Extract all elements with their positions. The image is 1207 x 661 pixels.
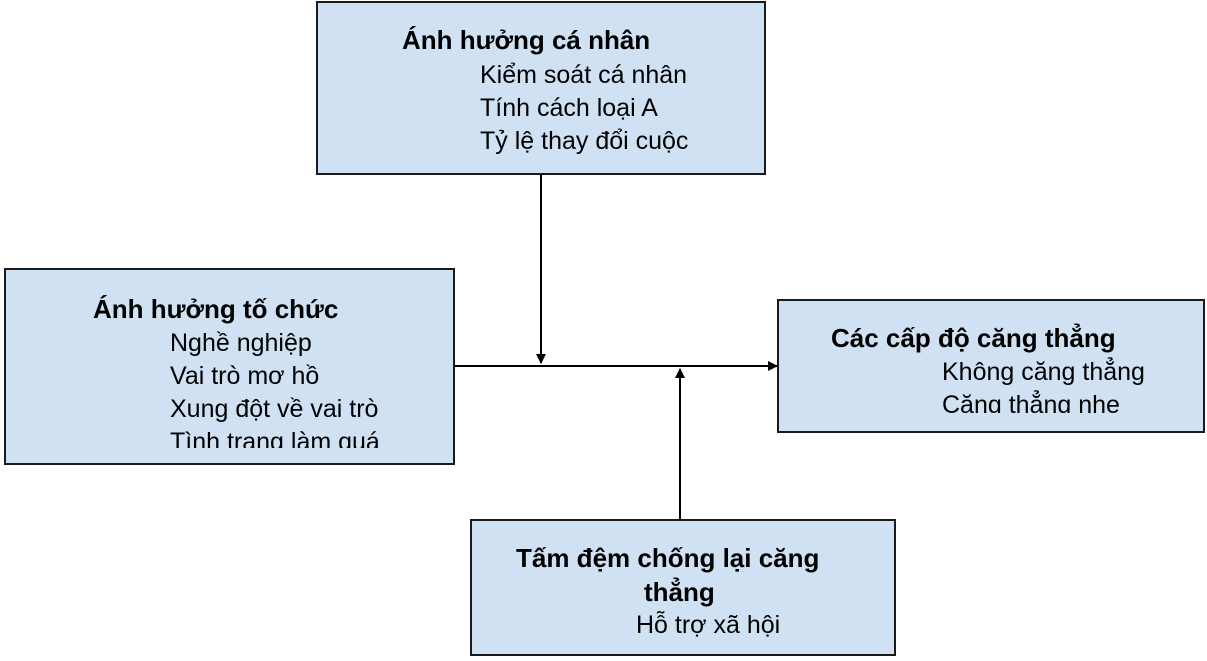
box-title-line2: thẳng [644,577,715,607]
stress-buffers-box: Tấm đệm chống lại căng thẳng Hỗ trợ xã h… [470,519,896,656]
list-item: Vai trò mơ hồ [170,362,320,390]
list-item: Không căng thẳng [942,358,1145,386]
list-item: Tính cách loại A [480,94,658,122]
organizational-influences-box: Ánh hưởng tố chức Nghề nghiệp Vai trò mơ… [4,268,455,465]
list-item: Tình trạng làm quá [170,428,380,448]
list-item: Kiểm soát cá nhân [480,61,688,89]
personal-influences-box: Ánh hưởng cá nhân Kiểm soát cá nhân Tính… [316,1,766,175]
list-item: Tỷ lệ thay đổi cuộc [480,127,689,155]
list-item: Hỗ trợ xã hội [636,611,781,639]
list-item: Nghề nghiệp [170,329,312,357]
list-item: Căng thẳng nhẹ [942,391,1120,413]
box-title: Tấm đệm chống lại căng [516,543,820,573]
list-item: Xung đột về vai trò [170,395,379,423]
box-title: Các cấp độ căng thẳng [831,323,1116,353]
box-title: Ánh hưởng tố chức [93,294,339,324]
stress-levels-box: Các cấp độ căng thẳng Không căng thẳng C… [777,299,1205,433]
box-title: Ánh hưởng cá nhân [402,25,651,55]
